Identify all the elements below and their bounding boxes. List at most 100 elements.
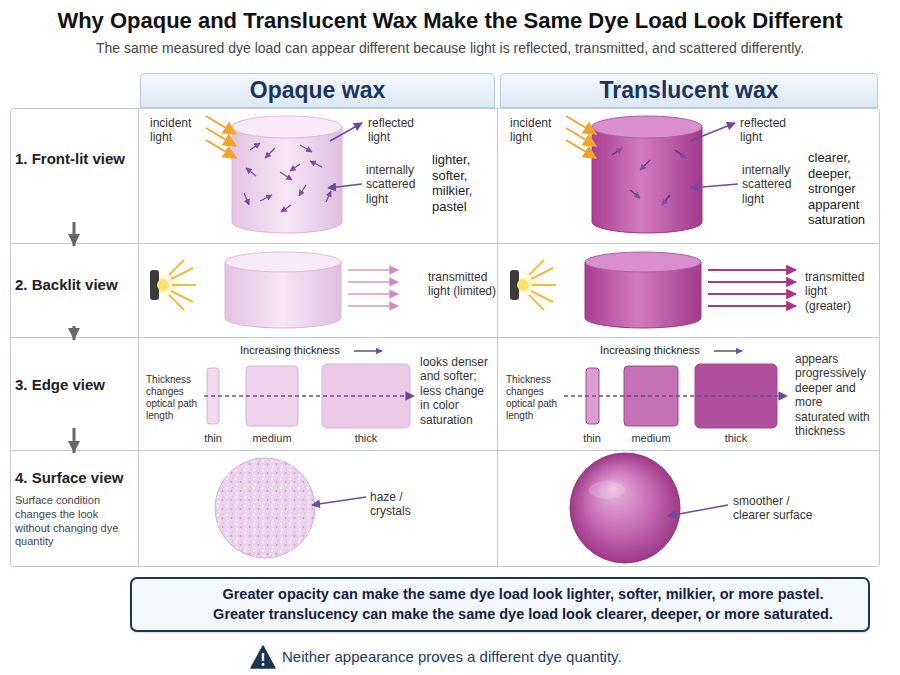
table-grid	[10, 337, 880, 338]
scatter-arrows	[612, 148, 686, 205]
table-grid	[10, 243, 880, 244]
opaque-cylinder	[232, 116, 342, 138]
lamp-icon	[149, 260, 196, 310]
label-anchor: appears progressively deeper and more sa…	[795, 352, 875, 438]
scatter-arrows	[260, 195, 272, 201]
check-icon	[153, 596, 172, 610]
annotation-label: incident light	[150, 116, 202, 145]
flow-arrow	[73, 428, 76, 453]
lamp-icon	[529, 295, 544, 310]
warning-icon	[262, 663, 265, 666]
thickness-arrow	[714, 350, 742, 351]
label-anchor: incident light	[510, 116, 562, 145]
label-anchor: reflected light	[740, 116, 798, 145]
transmitted-light-arrows	[708, 293, 796, 295]
opaque-cylinder	[225, 252, 341, 272]
flow-arrow	[73, 326, 76, 340]
footnote: Neither appearance proves a different dy…	[282, 648, 622, 666]
transmitted-light-arrows	[708, 281, 796, 283]
translucent-cylinder	[592, 127, 702, 233]
appearance-note: clearer, deeper, stronger apparent satur…	[808, 150, 876, 228]
label-anchor: Increasing thickness	[600, 344, 700, 357]
incident-light-arrows	[206, 140, 236, 158]
thickness-label: thin	[583, 432, 601, 445]
lamp-icon	[172, 284, 196, 286]
translucent-cylinder	[585, 252, 701, 272]
scatter-arrows	[300, 145, 312, 152]
lamp-icon	[529, 260, 556, 310]
transmitted-light-arrows	[708, 305, 796, 307]
label-anchor: smoother / clearer surface	[733, 494, 828, 523]
scatter-arrows	[281, 205, 291, 212]
incident-light-arrows	[206, 116, 236, 158]
transmitted-light-arrows	[348, 269, 398, 271]
annotation-label: reflected light	[368, 116, 426, 145]
label-anchor: haze / crystals	[370, 490, 430, 519]
translucent-cylinder	[592, 116, 702, 233]
check-icon	[145, 586, 179, 620]
leader-arrows	[330, 123, 362, 141]
thickness-label: medium	[252, 432, 291, 445]
transmitted-light-arrows	[708, 270, 796, 306]
node-heading: Translucent wax	[600, 77, 779, 104]
row-label-cell: 1. Front-lit view	[11, 110, 137, 222]
node-heading: 3. Edge view	[15, 376, 135, 393]
row-label-cell: 4. Surface viewSurface condition changes…	[11, 453, 137, 563]
appearance-note: lighter, softer, milkier, pastel	[432, 152, 492, 214]
warning-icon	[251, 646, 275, 668]
clear-surface-disk	[589, 481, 625, 499]
annotation-label: Thickness changes optical path length	[506, 374, 558, 422]
leader-arrows	[690, 123, 738, 188]
incident-light-arrows	[566, 140, 596, 158]
label-anchor: Neither appearance proves a different dy…	[282, 648, 622, 666]
node-heading: Greater opacity can make the same dye lo…	[190, 584, 856, 604]
transmitted-light-arrows	[348, 281, 398, 283]
opaque-cylinder	[232, 127, 342, 233]
optical-path-arrow	[564, 395, 787, 397]
thickness-label: thick	[725, 432, 748, 445]
opaque-cylinder	[225, 252, 341, 328]
scatter-arrows	[326, 191, 331, 202]
summary-box: Greater opacity can make the same dye lo…	[130, 577, 870, 632]
transmitted-light-arrows	[348, 305, 398, 307]
translucent-cylinder	[585, 252, 701, 328]
incident-light-arrows	[566, 116, 596, 158]
label-anchor: looks denser and softer; less change in …	[420, 355, 494, 427]
table-grid	[10, 450, 880, 451]
transmitted-light-arrows	[348, 270, 398, 306]
thickness-arrow	[354, 350, 382, 351]
warning-icon	[262, 653, 264, 661]
label-anchor: thick	[725, 432, 748, 445]
transmitted-light-arrows	[708, 269, 796, 271]
leader-arrows	[328, 184, 362, 188]
annotation-label: Increasing thickness	[240, 344, 340, 357]
node-heading: 4. Surface view	[15, 469, 135, 486]
scatter-arrows	[662, 195, 670, 205]
leader-arrows	[328, 123, 362, 188]
column-header: Opaque wax	[140, 73, 495, 108]
opaque-cylinder	[232, 116, 342, 233]
scatter-arrows	[244, 193, 249, 205]
label-anchor: Thickness changes optical path length	[146, 374, 198, 422]
scatter-arrows	[244, 143, 331, 212]
annotation-label: internally scattered light	[366, 163, 428, 206]
scatter-arrows	[630, 190, 640, 198]
scatter-arrows	[675, 150, 686, 158]
annotation-label: incident light	[510, 116, 562, 145]
leader-arrows	[668, 505, 728, 516]
column-header: Translucent wax	[500, 73, 878, 108]
clear-surface-disk	[570, 453, 680, 563]
thickness-label: medium	[631, 432, 670, 445]
scatter-arrows	[280, 172, 292, 180]
leader-arrows	[690, 184, 738, 188]
label-anchor: reflected light	[368, 116, 426, 145]
node-heading: 1. Front-lit view	[15, 150, 135, 167]
table-grid	[10, 108, 880, 567]
diagram-title: Why Opaque and Translucent Wax Make the …	[0, 8, 900, 34]
thickness-label: thin	[204, 432, 222, 445]
label-anchor: thin	[204, 432, 222, 445]
warning-icon	[251, 646, 275, 668]
